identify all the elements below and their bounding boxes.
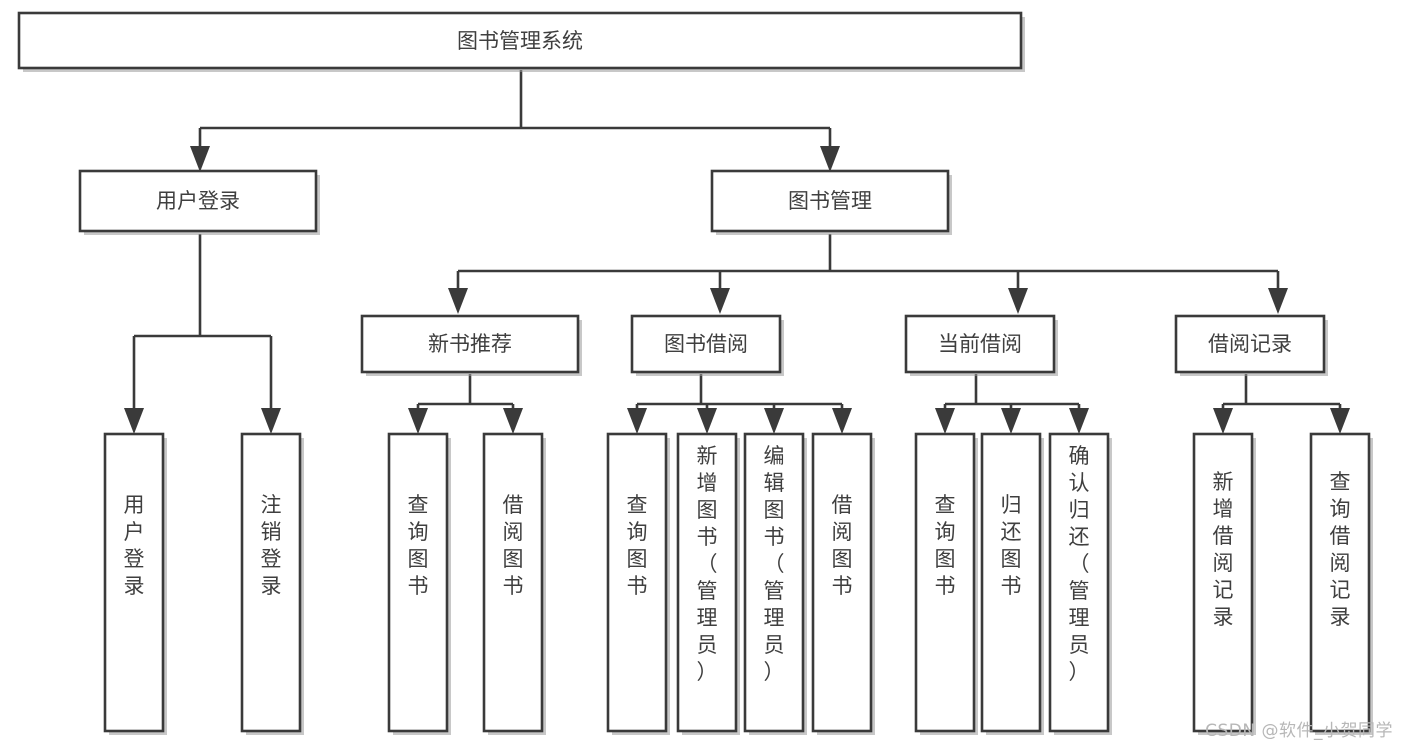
root-label: 图书管理系统: [457, 29, 583, 53]
book-borrow-label: 图书借阅: [664, 332, 748, 356]
leaf-add-book-box: [676, 432, 738, 733]
leaf-user-login-label: 用户登录: [124, 493, 145, 598]
arrowhead-leaf-confirm-return: [1069, 408, 1089, 434]
borrow-record-label: 借阅记录: [1208, 332, 1292, 356]
leaf-confirm-return-label: 确认归还（管理员）: [1069, 444, 1090, 684]
node-user-login[interactable]: 用户登录: [78, 169, 320, 235]
arrowhead-user-login: [190, 146, 210, 172]
node-leaf-query-book-1[interactable]: 查询图书: [387, 432, 451, 735]
node-leaf-borrow-book-2[interactable]: 借阅图书: [811, 432, 875, 735]
leaf-query-book-3-box: [914, 432, 976, 733]
arrowhead-current-borrow: [1008, 288, 1028, 314]
leaf-add-record-box: [1192, 432, 1254, 733]
leaf-query-book-1-box: [387, 432, 449, 733]
leaf-borrow-book-1-box: [482, 432, 544, 733]
root-box: [17, 11, 1023, 70]
leaf-add-record-label: 新增借阅记录: [1213, 470, 1234, 629]
leaf-user-logout-label: 注销登录: [261, 493, 282, 598]
node-book-borrow[interactable]: 图书借阅: [630, 314, 784, 376]
leaf-borrow-book-2-box: [811, 432, 873, 733]
arrowhead-leaf-edit-book: [764, 408, 784, 434]
node-leaf-user-login[interactable]: 用户登录: [103, 432, 167, 735]
node-current-borrow[interactable]: 当前借阅: [904, 314, 1058, 376]
node-leaf-add-record[interactable]: 新增借阅记录: [1192, 432, 1256, 735]
arrowhead-leaf-user-login: [124, 408, 144, 434]
node-leaf-user-logout[interactable]: 注销登录: [240, 432, 304, 735]
leaf-user-logout-box: [240, 432, 302, 733]
node-leaf-query-book-2[interactable]: 查询图书: [606, 432, 670, 735]
leaf-query-book-2-label: 查询图书: [627, 493, 648, 598]
node-leaf-add-book[interactable]: 新增图书（管理员）: [676, 432, 740, 735]
node-book-manage[interactable]: 图书管理: [710, 169, 952, 235]
node-leaf-return-book[interactable]: 归还图书: [980, 432, 1044, 735]
user-login-box: [78, 169, 318, 233]
current-borrow-label: 当前借阅: [938, 332, 1022, 356]
csdn-watermark: CSDN @软件_小贺同学: [1205, 721, 1393, 741]
book-borrow-box: [630, 314, 782, 374]
edge-layer: [124, 70, 1350, 434]
book-manage-label: 图书管理: [788, 189, 872, 213]
leaf-user-login-box: [103, 432, 165, 733]
arrowhead-leaf-query-book-1: [408, 408, 428, 434]
node-leaf-query-record[interactable]: 查询借阅记录: [1309, 432, 1373, 735]
leaf-borrow-book-1-label: 借阅图书: [503, 493, 524, 598]
user-login-label: 用户登录: [156, 189, 240, 213]
arrowhead-leaf-query-book-2: [627, 408, 647, 434]
node-leaf-confirm-return[interactable]: 确认归还（管理员）: [1048, 432, 1112, 735]
book-manage-box: [710, 169, 950, 233]
arrowhead-book-borrow: [710, 288, 730, 314]
node-leaf-edit-book[interactable]: 编辑图书（管理员）: [743, 432, 807, 735]
arrowhead-new-book-rec: [448, 288, 468, 314]
arrowhead-leaf-user-logout: [261, 408, 281, 434]
leaf-query-book-2-box: [606, 432, 668, 733]
new-book-rec-box: [360, 314, 580, 374]
arrowhead-leaf-query-book-3: [935, 408, 955, 434]
arrowhead-leaf-add-book: [697, 408, 717, 434]
leaf-edit-book-box: [743, 432, 805, 733]
node-leaf-borrow-book-1[interactable]: 借阅图书: [482, 432, 546, 735]
leaf-query-book-3-label: 查询图书: [935, 493, 956, 598]
leaf-query-record-box: [1309, 432, 1371, 733]
arrowhead-leaf-return-book: [1001, 408, 1021, 434]
arrowhead-borrow-record: [1268, 288, 1288, 314]
arrowhead-leaf-borrow-book-2: [832, 408, 852, 434]
current-borrow-box: [904, 314, 1056, 374]
leaf-return-book-label: 归还图书: [1001, 493, 1022, 598]
node-leaf-query-book-3[interactable]: 查询图书: [914, 432, 978, 735]
borrow-record-box: [1174, 314, 1326, 374]
node-root[interactable]: 图书管理系统: [17, 11, 1025, 72]
leaf-edit-book-label: 编辑图书（管理员）: [764, 444, 785, 684]
arrowhead-book-manage: [820, 146, 840, 172]
leaf-query-record-label: 查询借阅记录: [1330, 470, 1351, 629]
leaf-query-book-1-label: 查询图书: [408, 493, 429, 598]
arrowhead-leaf-add-record: [1213, 408, 1233, 434]
arrowhead-leaf-borrow-book-1: [503, 408, 523, 434]
leaf-confirm-return-box: [1048, 432, 1110, 733]
leaf-borrow-book-2-label: 借阅图书: [832, 493, 853, 598]
leaf-add-book-label: 新增图书（管理员）: [697, 444, 718, 684]
arrowhead-leaf-query-record: [1330, 408, 1350, 434]
new-book-rec-label: 新书推荐: [428, 332, 512, 356]
node-borrow-record[interactable]: 借阅记录: [1174, 314, 1328, 376]
leaf-return-book-box: [980, 432, 1042, 733]
node-new-book-rec[interactable]: 新书推荐: [360, 314, 582, 376]
